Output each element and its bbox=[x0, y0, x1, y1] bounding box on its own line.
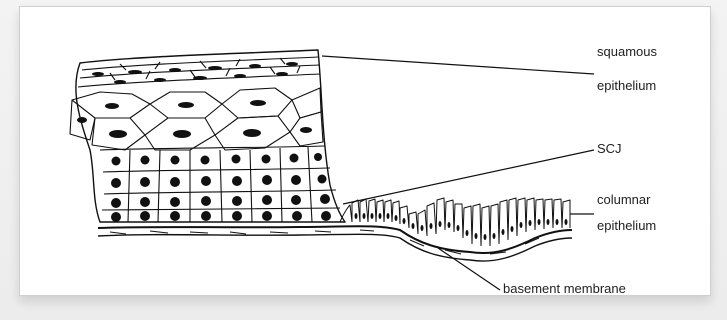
label-squamous-line2: epithelium bbox=[597, 78, 656, 93]
label-columnar-line1: columnar bbox=[597, 192, 651, 207]
label-scj: SCJ bbox=[597, 141, 622, 156]
leader-scj bbox=[343, 150, 594, 204]
label-squamous-line1: squamous bbox=[597, 44, 657, 59]
squamous-flat-nuclei bbox=[92, 62, 298, 84]
basement-membrane bbox=[98, 226, 572, 261]
leader-lines bbox=[322, 56, 594, 290]
leader-squamous bbox=[322, 56, 594, 74]
intermediate-nuclei bbox=[77, 100, 312, 138]
label-columnar-line2: epithelium bbox=[597, 218, 656, 233]
label-basement-membrane: basement membrane bbox=[503, 281, 626, 296]
squamous-basal-cells bbox=[100, 146, 340, 222]
squamous-intermediate-cells bbox=[70, 88, 323, 150]
